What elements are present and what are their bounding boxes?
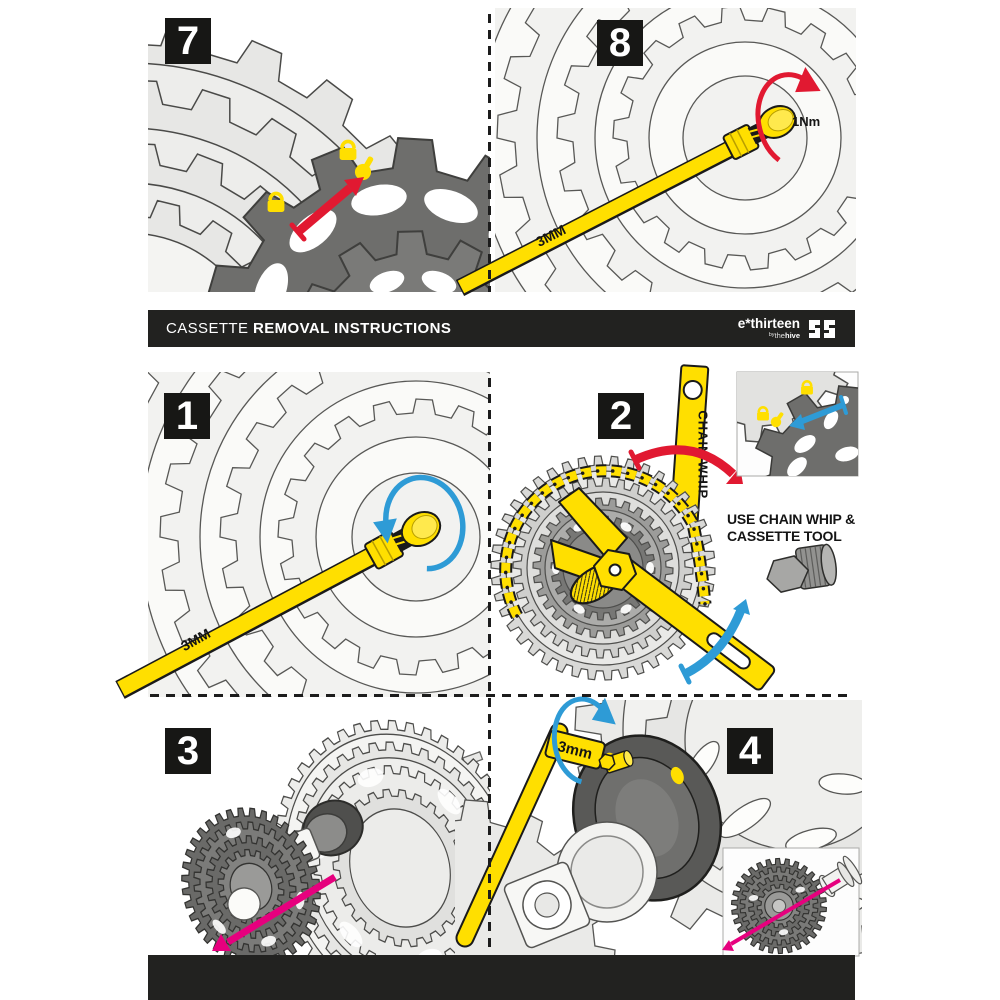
tool-paddle: 3mm — [544, 729, 606, 770]
removal-arrow-magenta — [212, 874, 337, 951]
alignment-arrow-blue — [789, 395, 848, 430]
lock-icon — [339, 139, 357, 160]
watermark-light: compon — [359, 31, 407, 53]
chain — [499, 464, 712, 620]
step2-inset — [736, 371, 859, 477]
footer-bar — [148, 955, 855, 1000]
step7-badge: 7 — [165, 18, 211, 64]
step3-badge: 3 — [165, 728, 211, 774]
note-line-2: CASSETTE TOOL — [727, 528, 842, 545]
title-regular: CASSETTE — [166, 320, 249, 337]
rotation-arrow-blue — [373, 474, 466, 572]
step8-badge: 8 — [597, 20, 643, 66]
step7-panel: e*thirteen compon — [148, 8, 490, 292]
rotation-arrow-blue — [551, 696, 616, 785]
lock-icon — [267, 191, 285, 212]
hex-wrench-tool: 3MM — [115, 510, 442, 699]
page-title: CASSETTE REMOVAL INSTRUCTIONS — [166, 320, 451, 337]
step8-illustration: 3MM 1Nm — [455, 8, 856, 297]
step2-panel: CHAIN WHIP — [490, 364, 862, 697]
step3-panel — [148, 700, 490, 956]
step3-number: 3 — [176, 728, 200, 773]
lock-icon — [757, 406, 769, 421]
cassette-tool-icon — [766, 543, 837, 593]
step1-badge: 1 — [164, 393, 210, 439]
step3-illustration — [181, 719, 490, 956]
step2-badge: 2 — [598, 393, 644, 439]
lockring-cap — [400, 510, 442, 548]
step4-panel: 3mm — [455, 696, 863, 957]
note-line-1: USE CHAIN WHIP & — [727, 511, 855, 527]
step1-illustration: 3MM — [115, 372, 490, 699]
key-icon — [354, 156, 374, 181]
step4-illustration: 3mm — [455, 696, 863, 957]
brand-subtitle: bythehive — [768, 331, 800, 341]
cassette-sprockets-dark — [207, 137, 490, 292]
torque-label: 1Nm — [792, 114, 820, 129]
step2-note: USE CHAIN WHIP & CASSETTE TOOL — [727, 511, 877, 545]
hex-wrench-tool: 3mm — [455, 722, 616, 948]
lock-icon — [801, 380, 813, 395]
divider-horizontal — [150, 694, 852, 697]
step8-number: 8 — [608, 20, 632, 65]
title-bold: REMOVAL INSTRUCTIONS — [252, 320, 452, 337]
watermark-bold: e*thirteen — [292, 39, 354, 63]
alignment-arrow-red — [289, 177, 364, 242]
rotation-arrow-red — [755, 66, 821, 163]
hive-logo-icon — [809, 319, 835, 338]
step7-number: 7 — [176, 18, 200, 63]
step1-panel: 3MM — [115, 372, 490, 699]
cassette-outline — [148, 372, 490, 697]
step4-badge: 4 — [727, 728, 773, 774]
step2-number: 2 — [609, 393, 633, 438]
hex-tip — [598, 753, 616, 771]
header-bar: CASSETTE REMOVAL INSTRUCTIONS e*thirteen… — [148, 310, 855, 347]
step4-inset — [722, 847, 863, 957]
inset-arrow-magenta — [722, 878, 842, 951]
step1-number: 1 — [175, 393, 199, 438]
step4-number: 4 — [738, 728, 762, 773]
step8-panel: 3MM 1Nm — [455, 8, 856, 297]
key-icon — [770, 412, 784, 428]
brand-name: e*thirteen — [737, 316, 800, 332]
divider-vertical-bottom — [488, 378, 491, 950]
hub-face — [503, 821, 658, 949]
step7-illustration: e*thirteen compon — [148, 19, 490, 292]
wrench-direction-arrow-blue — [678, 599, 750, 685]
divider-vertical-top — [488, 14, 491, 292]
watermark: e*thirteen compon — [292, 31, 407, 64]
adjustable-wrench — [550, 487, 776, 691]
hex-wrench-tool: 3MM — [455, 105, 797, 297]
step2-illustration: CHAIN WHIP — [490, 364, 859, 691]
brand-block: e*thirteen bythehive — [738, 317, 837, 340]
